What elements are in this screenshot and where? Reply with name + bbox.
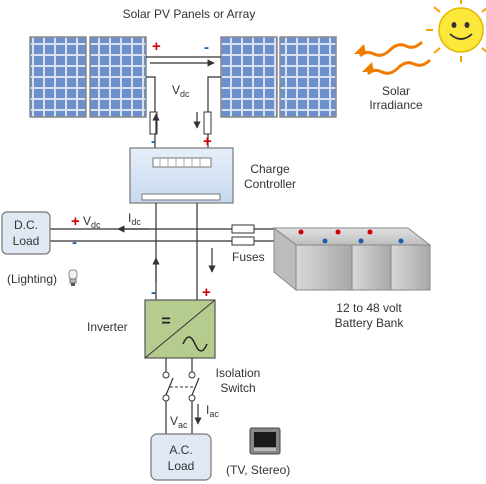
panel-plus-sign: + [152, 38, 161, 55]
cc-minus-sign: - [151, 133, 156, 150]
diagram-title: Solar PV Panels or Array [123, 7, 256, 21]
iac-label: Iac [206, 403, 219, 419]
solar-panel-3 [220, 36, 278, 118]
dc-load-label-1: D.C. [14, 218, 38, 232]
cc-plus-sign: + [203, 133, 212, 150]
ac-load-label-2: Load [168, 459, 195, 473]
inv-minus-sign: - [151, 284, 156, 301]
inverter-ac-symbol [182, 336, 208, 352]
battery-label-1: 12 to 48 volt [336, 301, 402, 315]
fuses-label: Fuses [232, 250, 265, 264]
ac-load-box [150, 433, 212, 481]
lighting-label: (Lighting) [7, 272, 57, 286]
ac-load-label-1: A.C. [169, 443, 192, 457]
solar-panel-2 [89, 36, 147, 118]
isolation-switch-label-2: Switch [220, 381, 255, 395]
battery-label-2: Battery Bank [335, 316, 405, 330]
solar-panel-1 [29, 36, 87, 118]
isolation-switch-label-1: Isolation [216, 366, 261, 380]
charge-controller-label-2: Controller [244, 177, 296, 191]
battery-bank [272, 226, 432, 292]
solar-panel-4 [279, 36, 337, 118]
tv-stereo-label: (TV, Stereo) [226, 463, 290, 477]
dc-load-box [1, 211, 51, 255]
panel-minus-sign: - [204, 39, 209, 56]
dc-vdc-label: Vdc [83, 214, 101, 230]
solar-irradiance-label-1: Solar [382, 84, 410, 98]
switch-contact-4 [188, 394, 196, 402]
fuse-panel-negative [149, 111, 158, 135]
dc-load-label-2: Load [13, 234, 40, 248]
inv-plus-sign: + [202, 284, 211, 301]
solar-panel-array [29, 36, 337, 118]
dc-minus-sign: - [72, 234, 77, 251]
solar-irradiance-label-2: Irradiance [369, 98, 423, 112]
charge-controller [129, 147, 234, 204]
switch-contact-2 [188, 371, 196, 379]
switch-contact-3 [162, 394, 170, 402]
switch-contact-1 [162, 371, 170, 379]
fuse-battery-negative [231, 236, 255, 246]
fuse-battery-positive [231, 224, 255, 234]
fuse-panel-positive [203, 111, 212, 135]
panel-vdc-label: Vdc [172, 83, 190, 99]
ray-arrowhead-1 [354, 44, 366, 54]
ray-arrowhead-2 [362, 62, 374, 72]
dc-plus-sign: + [71, 213, 80, 230]
charge-controller-label-1: Charge [250, 162, 290, 176]
sun-icon [426, 0, 486, 62]
solar-irradiance-rays [358, 40, 432, 76]
light-bulb-icon [68, 269, 78, 286]
inverter-dc-symbol: = [161, 313, 170, 330]
vac-label: Vac [170, 414, 188, 430]
idc-label: Idc [128, 211, 141, 227]
tv-icon [249, 427, 281, 455]
inverter-label: Inverter [87, 320, 128, 334]
switch-blade-left [165, 377, 174, 396]
inverter: = [144, 299, 216, 359]
